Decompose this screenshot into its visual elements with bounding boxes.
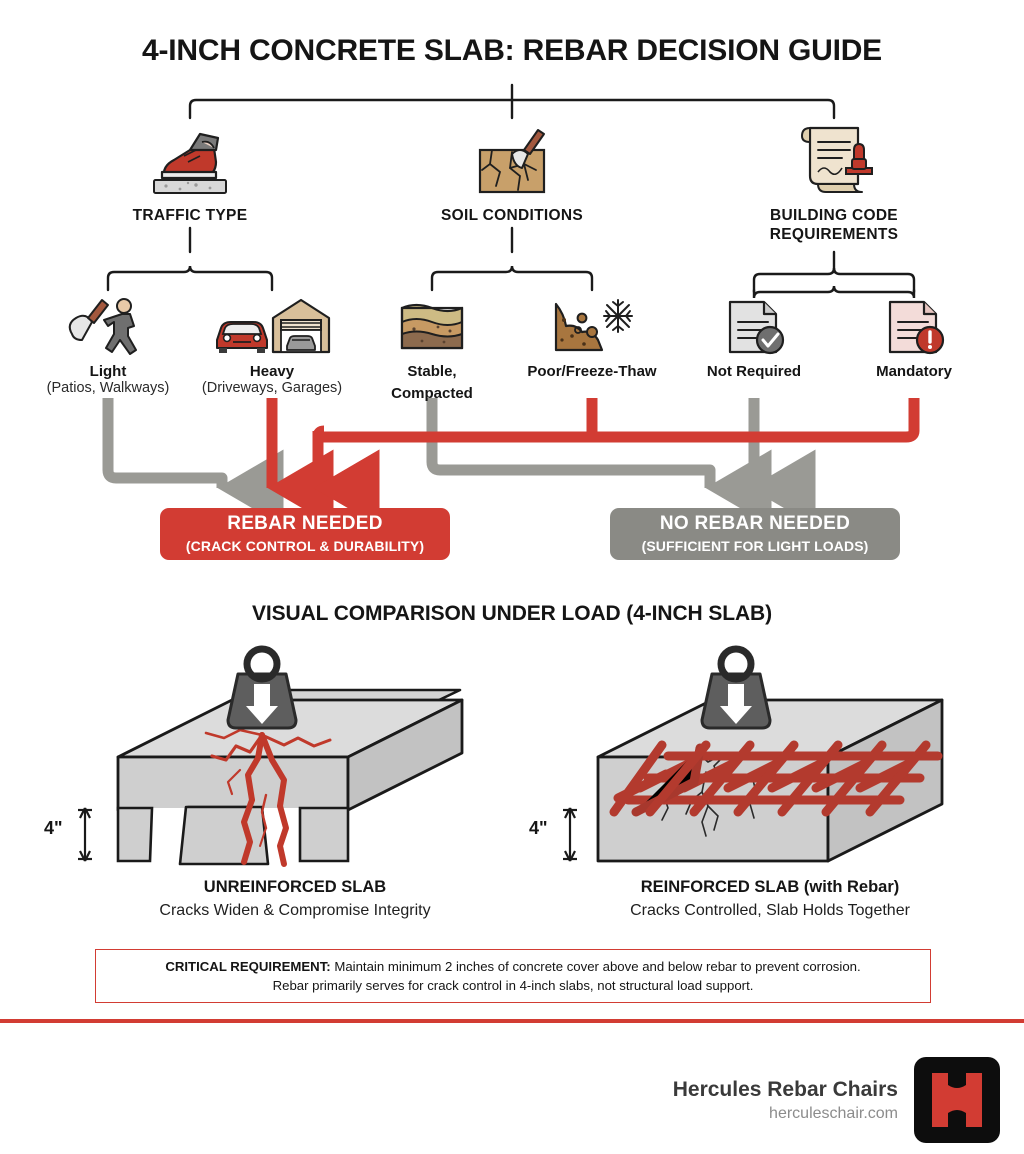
footer-divider xyxy=(0,1019,1024,1023)
hercules-h-logo xyxy=(914,1057,1000,1143)
critical-requirement-line1: CRITICAL REQUIREMENT: Maintain minimum 2… xyxy=(165,957,860,976)
stamped-scroll-icon xyxy=(734,120,934,198)
brand-name: Hercules Rebar Chairs xyxy=(672,1077,898,1101)
reinforced-slab-illustration xyxy=(563,645,944,863)
critical-requirement-box: CRITICAL REQUIREMENT: Maintain minimum 2… xyxy=(95,949,931,1003)
result-no-rebar-main: NO REBAR NEEDED xyxy=(659,513,851,535)
result-rebar-sub: (CRACK CONTROL & DURABILITY) xyxy=(185,537,425,554)
option-title-heavy: Heavy xyxy=(249,363,295,380)
boot-on-slab-icon xyxy=(90,120,290,198)
caption-reinforced-main: REINFORCED SLAB (with Rebar) xyxy=(640,878,900,896)
trowel-pedestrian-icon xyxy=(23,292,193,358)
option-title-not-required: Not Required xyxy=(706,363,802,380)
option-sub-heavy: (Driveways, Garages) xyxy=(201,380,343,397)
option-title-mandatory: Mandatory xyxy=(876,363,952,380)
caption-unreinforced-sub: Cracks Widen & Compromise Integrity xyxy=(159,902,431,919)
branch-label-traffic: TRAFFIC TYPE xyxy=(132,207,248,224)
thickness-label-left: 4" xyxy=(44,818,63,838)
option-code-not-required[interactable]: Not Required xyxy=(679,292,829,380)
option-light-traffic[interactable]: Light (Patios, Walkways) xyxy=(23,292,193,397)
option-title-poor: Poor/Freeze-Thaw xyxy=(527,363,657,380)
caption-unreinforced: UNREINFORCED SLAB Cracks Widen & Comprom… xyxy=(60,878,530,920)
option-title-stable-line2: Compacted xyxy=(391,385,473,403)
branch-label-code-line2: REQUIREMENTS xyxy=(769,226,899,244)
option-poor-freeze-thaw[interactable]: Poor/Freeze-Thaw xyxy=(507,292,677,380)
footer-text: Hercules Rebar Chairs herculeschair.com xyxy=(673,1078,898,1123)
eroding-slope-snowflake-icon xyxy=(507,292,677,358)
brand-url: herculeschair.com xyxy=(769,1104,898,1122)
result-rebar-needed[interactable]: REBAR NEEDED (CRACK CONTROL & DURABILITY… xyxy=(160,508,450,560)
document-alert-icon xyxy=(839,292,989,358)
result-rebar-main: REBAR NEEDED xyxy=(227,513,383,535)
caption-unreinforced-main: UNREINFORCED SLAB xyxy=(203,878,387,896)
critical-requirement-label: CRITICAL REQUIREMENT: xyxy=(165,958,331,974)
result-no-rebar-sub: (SUFFICIENT FOR LIGHT LOADS) xyxy=(641,537,869,554)
page-title: 4-INCH CONCRETE SLAB: REBAR DECISION GUI… xyxy=(142,34,882,67)
critical-requirement-line2: Rebar primarily serves for crack control… xyxy=(272,978,754,993)
cracked-soil-trowel-icon xyxy=(412,120,612,198)
thickness-label-right: 4" xyxy=(529,818,548,838)
option-code-mandatory[interactable]: Mandatory xyxy=(839,292,989,380)
unreinforced-slab-illustration xyxy=(78,645,464,867)
document-check-icon xyxy=(679,292,829,358)
branch-label-code-line1: BUILDING CODE xyxy=(770,207,898,224)
footer: Hercules Rebar Chairs herculeschair.com xyxy=(673,1057,1000,1143)
caption-reinforced: REINFORCED SLAB (with Rebar) Cracks Cont… xyxy=(535,878,1005,920)
branch-label-soil: SOIL CONDITIONS xyxy=(440,207,583,224)
car-garage-icon xyxy=(187,292,357,358)
result-no-rebar-needed[interactable]: NO REBAR NEEDED (SUFFICIENT FOR LIGHT LO… xyxy=(610,508,900,560)
critical-requirement-text1: Maintain minimum 2 inches of concrete co… xyxy=(330,958,861,974)
branch-traffic-type: TRAFFIC TYPE xyxy=(90,120,290,225)
option-heavy-traffic[interactable]: Heavy (Driveways, Garages) xyxy=(187,292,357,397)
option-title-stable: Stable, xyxy=(407,363,457,380)
option-stable-soil[interactable]: Stable, Compacted xyxy=(357,292,507,403)
option-title-light: Light xyxy=(89,363,127,380)
soil-layers-icon xyxy=(357,292,507,358)
branch-building-code: BUILDING CODE REQUIREMENTS xyxy=(734,120,934,245)
caption-reinforced-sub: Cracks Controlled, Slab Holds Together xyxy=(630,902,910,919)
option-sub-light: (Patios, Walkways) xyxy=(46,380,170,397)
comparison-section-title: VISUAL COMPARISON UNDER LOAD (4-INCH SLA… xyxy=(251,602,773,625)
branch-soil-conditions: SOIL CONDITIONS xyxy=(412,120,612,225)
